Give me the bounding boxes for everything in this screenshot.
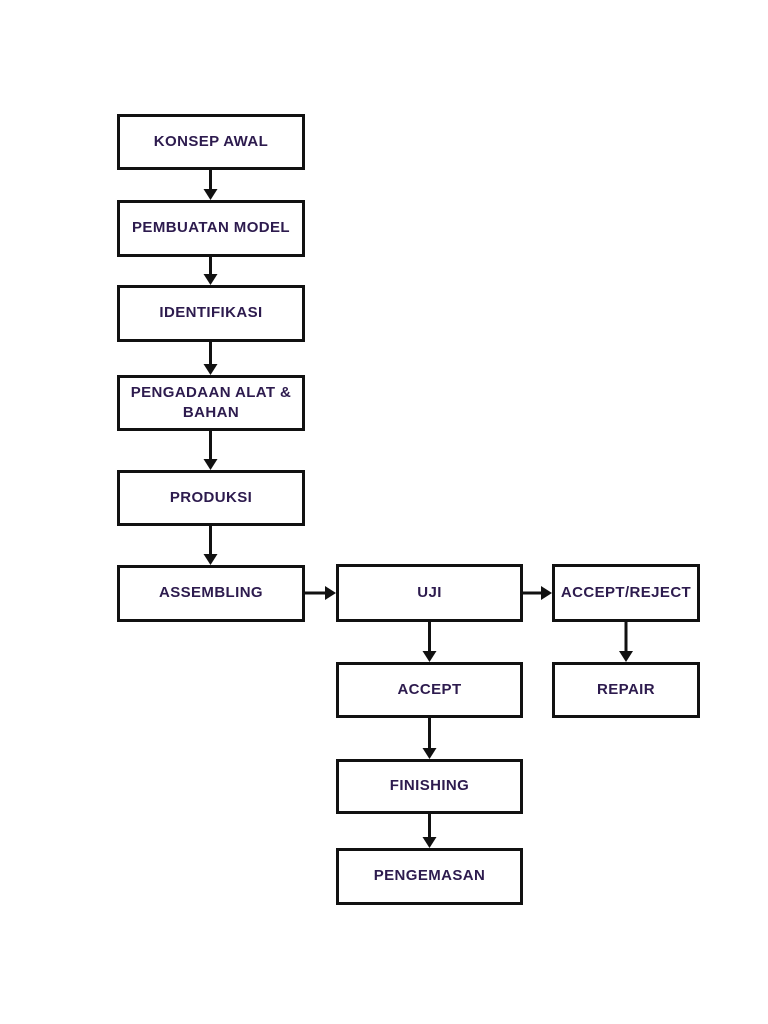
node-pengadaan-alat-bahan: PENGADAAN ALAT & BAHAN (117, 375, 305, 431)
node-label: UJI (417, 583, 442, 601)
node-accept: ACCEPT (336, 662, 523, 718)
arrow-produksi-to-assembling (203, 526, 218, 565)
node-label: PEMBUATAN MODEL (132, 219, 290, 237)
node-konsep-awal: KONSEP AWAL (117, 114, 305, 170)
arrow-identifikasi-to-pengadaan (203, 342, 218, 375)
node-label: PENGADAAN ALAT & BAHAN (130, 383, 292, 421)
arrow-konsep-awal-to-pembuatan-model (203, 170, 218, 200)
node-label: ACCEPT (397, 680, 462, 698)
arrow-uji-to-accept-reject (523, 586, 552, 600)
arrow-accept-to-finishing (422, 718, 437, 759)
node-label: PENGEMASAN (373, 867, 486, 885)
node-uji: UJI (336, 564, 523, 622)
node-accept-reject: ACCEPT/REJECT (552, 564, 700, 622)
node-label: KONSEP AWAL (153, 132, 269, 150)
node-label: PRODUKSI (169, 488, 253, 506)
node-pembuatan-model: PEMBUATAN MODEL (117, 200, 305, 257)
node-pengemasan: PENGEMASAN (336, 848, 523, 905)
arrow-pengadaan-to-produksi (203, 431, 218, 470)
node-label: IDENTIFIKASI (159, 304, 263, 322)
node-label: REPAIR (597, 680, 655, 698)
node-finishing: FINISHING (336, 759, 523, 814)
arrow-finishing-to-pengemasan (422, 814, 437, 848)
node-label: ACCEPT/REJECT (560, 583, 692, 601)
node-label: FINISHING (389, 777, 470, 795)
arrow-pembuatan-model-to-identifikasi (203, 257, 218, 285)
arrow-uji-to-accept (422, 622, 437, 662)
arrow-assembling-to-uji (305, 586, 336, 600)
node-label: ASSEMBLING (158, 584, 263, 602)
node-produksi: PRODUKSI (117, 470, 305, 526)
node-assembling: ASSEMBLING (117, 565, 305, 622)
arrow-accept-reject-to-repair (619, 622, 633, 662)
node-repair: REPAIR (552, 662, 700, 718)
node-identifikasi: IDENTIFIKASI (117, 285, 305, 342)
